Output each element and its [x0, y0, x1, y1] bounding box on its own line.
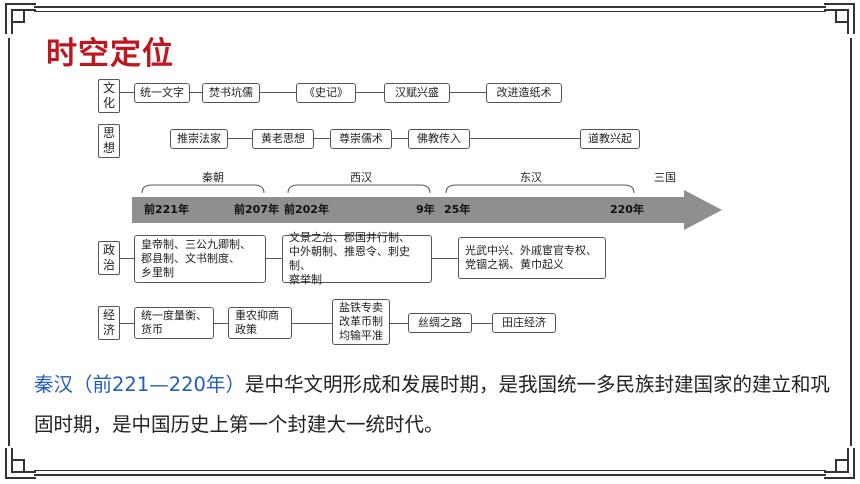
connector	[470, 138, 580, 139]
connector	[432, 258, 458, 259]
frame-bottom-line-inner	[34, 470, 826, 471]
frame-corner-ornament-bottom-left	[5, 448, 36, 479]
row-label-culture: 文 化	[98, 79, 120, 113]
bracket-western-han	[287, 184, 431, 194]
year-label: 前221年	[144, 203, 189, 216]
box-thought-buddhism: 佛教传入	[408, 129, 470, 149]
year-label: 前207年	[234, 203, 279, 216]
period-brackets	[141, 184, 635, 194]
year-label: 25年	[444, 203, 471, 216]
frame-left-line	[8, 38, 10, 446]
row-label-thought-char2: 想	[102, 141, 115, 155]
row-label-culture-char2: 化	[102, 96, 115, 110]
slide-title: 时空定位	[46, 36, 174, 72]
connector	[390, 323, 408, 324]
frame-corner-ornament-top-left	[5, 3, 36, 34]
summary-paragraph: 秦汉（前221—220年）是中华文明形成和发展时期，是我国统一多民族封建国家的建…	[34, 365, 834, 445]
period-label-western-han: 西汉	[350, 171, 372, 184]
row-label-economy-char2: 济	[102, 323, 115, 337]
connector	[120, 323, 134, 324]
bracket-eastern-han	[445, 184, 635, 194]
timeline-arrow-body	[132, 197, 684, 223]
frame-corner-ornament-top-right	[824, 3, 855, 34]
frame-top-line	[34, 6, 826, 8]
box-economy-salt-iron-monopoly: 盐铁专卖 改革币制 均输平准	[332, 299, 390, 345]
box-thought-huang-lao: 黄老思想	[252, 129, 314, 149]
period-label-qin: 秦朝	[202, 171, 224, 184]
box-politics-qin-system: 皇帝制、三公九卿制、 郡县制、文书制度、 乡里制	[134, 235, 266, 283]
summary-highlight: 秦汉（前221—220年）	[34, 373, 245, 396]
box-economy-agriculture-policy: 重农抑商 政策	[228, 307, 292, 339]
connector	[450, 92, 486, 93]
box-politics-western-han-system: 文景之治、郡国并行制、 中外朝制、推恩令、刺史制、 察举制	[282, 231, 432, 286]
connector	[120, 258, 134, 259]
row-label-politics: 政 治	[98, 241, 120, 275]
connector	[392, 138, 408, 139]
row-label-thought-char1: 思	[102, 126, 115, 140]
row-label-economy-char1: 经	[102, 308, 115, 322]
box-economy-manor-economy: 田庄经济	[492, 313, 556, 333]
connector	[214, 323, 228, 324]
period-label-eastern-han: 东汉	[520, 171, 542, 184]
row-label-economy: 经 济	[98, 306, 120, 340]
box-culture-shiji: 《史记》	[296, 83, 356, 103]
box-thought-confucianism: 尊崇儒术	[330, 129, 392, 149]
timeline-arrow-head	[684, 190, 722, 230]
box-culture-han-fu: 汉赋兴盛	[384, 83, 450, 103]
connector	[228, 138, 252, 139]
connector	[314, 138, 330, 139]
box-culture-papermaking: 改进造纸术	[486, 83, 562, 103]
box-politics-eastern-han-events: 光武中兴、外戚宦官专权、 党锢之祸、黄巾起义	[458, 237, 606, 279]
summary-text: 是中华文明形成和发展时期，是我国统一多民族封建国家的建立和巩固时期，是中国历史上…	[34, 373, 830, 436]
period-label-three-kingdoms: 三国	[654, 171, 676, 184]
row-label-thought: 思 想	[98, 124, 120, 158]
box-culture-unify-script: 统一文字	[134, 83, 190, 103]
box-culture-burn-books: 焚书坑儒	[202, 83, 260, 103]
connector	[120, 92, 134, 93]
box-thought-legalism: 推崇法家	[170, 129, 228, 149]
frame-corner-ornament-bottom-right	[824, 448, 855, 479]
year-label: 220年	[610, 203, 644, 216]
connector	[190, 92, 202, 93]
box-economy-standardization: 统一度量衡、 货币	[134, 307, 214, 339]
row-label-politics-char1: 政	[102, 243, 115, 257]
frame-bottom-line	[34, 474, 826, 476]
frame-top-line-inner	[34, 11, 826, 12]
connector	[260, 92, 296, 93]
box-economy-silk-road: 丝绸之路	[408, 313, 472, 333]
connector	[356, 92, 384, 93]
qin-han-timeline-diagram: 文 化 统一文字 焚书坑儒 《史记》 汉赋兴盛 改进造纸术 思 想 推崇法家 黄…	[94, 77, 722, 345]
connector	[292, 323, 332, 324]
frame-right-line	[850, 38, 852, 446]
box-thought-taoism: 道教兴起	[580, 129, 640, 149]
row-label-politics-char2: 治	[102, 258, 115, 272]
connector	[266, 258, 282, 259]
bracket-qin	[141, 184, 265, 194]
row-label-culture-char1: 文	[102, 81, 115, 95]
year-label: 前202年	[284, 203, 329, 216]
connector	[472, 323, 492, 324]
year-label: 9年	[416, 203, 435, 216]
